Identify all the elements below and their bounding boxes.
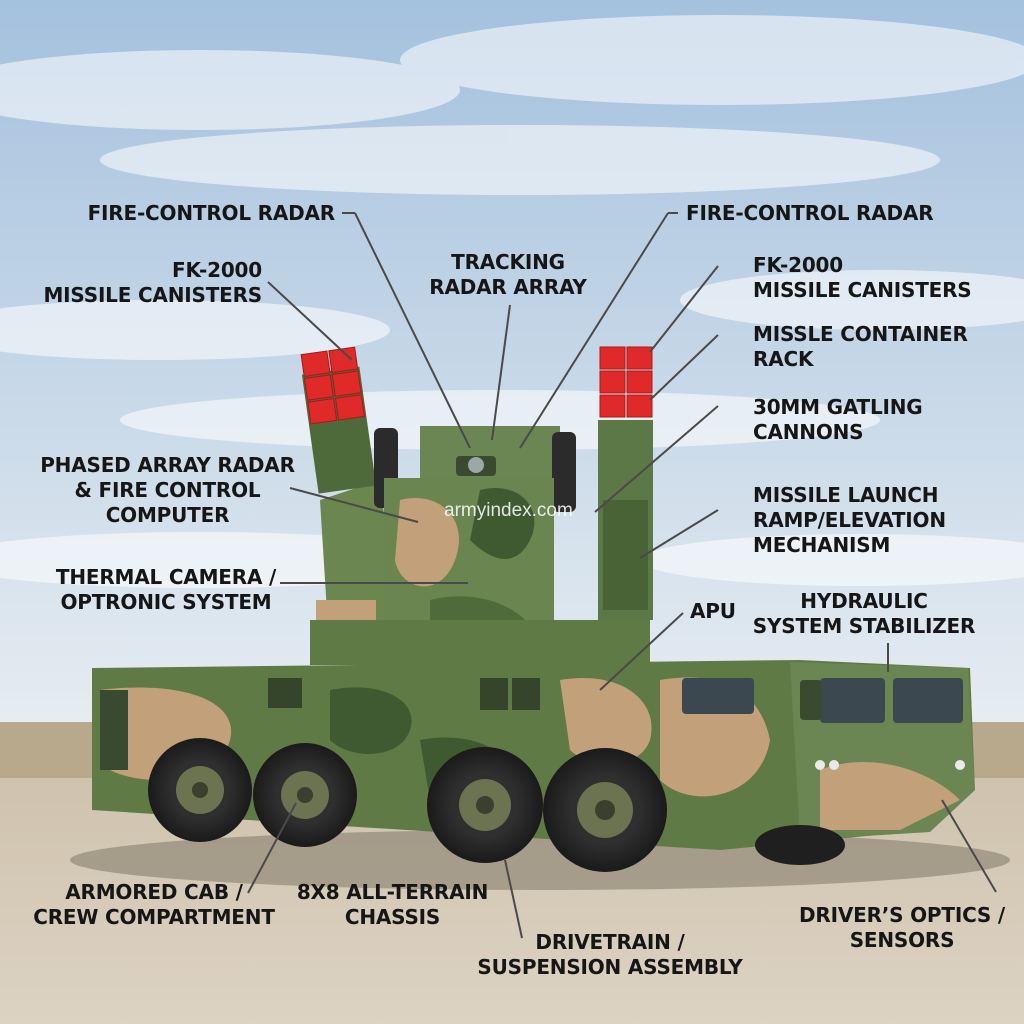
wheels <box>148 738 845 872</box>
right-canister-caps <box>599 346 653 418</box>
turret <box>310 426 650 665</box>
left-canister-caps <box>300 346 365 425</box>
right-gatling <box>552 432 576 512</box>
cab <box>682 662 975 840</box>
label-drivetrain: DRIVETRAIN /SUSPENSION ASSEMBLY <box>477 930 743 979</box>
cab-window-right <box>893 678 963 723</box>
hull-vents <box>268 678 540 710</box>
label-fire-control-radar-left: FIRE-CONTROL RADAR <box>87 201 336 225</box>
leader-lines <box>247 212 997 939</box>
label-fire-control-radar-right: FIRE-CONTROL RADAR <box>686 201 934 225</box>
cab-window-left <box>820 678 885 723</box>
label-thermal-camera: THERMAL CAMERA /OPTRONIC SYSTEM <box>55 565 277 614</box>
label-drivers-optics: DRIVER’S OPTICS /SENSORS <box>798 903 1005 952</box>
label-apu: APU <box>690 599 736 623</box>
side-window <box>682 678 754 714</box>
watermark: armyindex.com <box>444 500 573 521</box>
right-launcher <box>598 346 653 620</box>
label-armored-cab: ARMORED CAB /CREW COMPARTMENT <box>33 880 275 929</box>
